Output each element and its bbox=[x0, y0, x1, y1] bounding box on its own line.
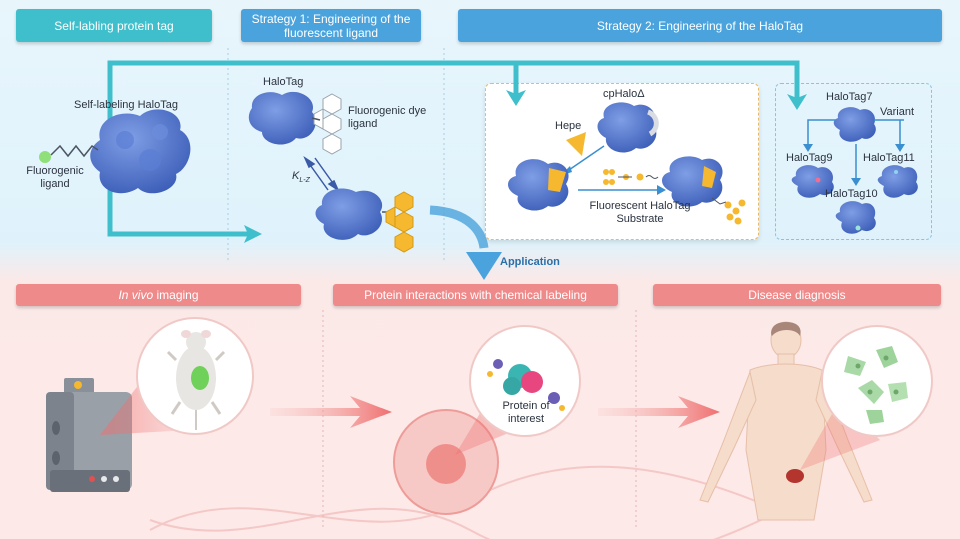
hexagon-ligand-outline bbox=[313, 93, 342, 155]
organ-highlight bbox=[786, 469, 804, 483]
cphalo-protein bbox=[597, 102, 659, 153]
route-arrow bbox=[107, 210, 252, 237]
header-strategy-2-text: Strategy 2: Engineering of the HaloTag bbox=[596, 18, 804, 33]
header-protein-interactions-text: Protein interactions with chemical label… bbox=[364, 288, 587, 302]
label-s1-dye-ligand: Fluorogenic dye ligand bbox=[348, 105, 427, 130]
fluorogenic-ligand bbox=[39, 144, 99, 163]
header-protein-interactions: Protein interactions with chemical label… bbox=[333, 284, 618, 306]
in-vivo-italic: In vivo bbox=[118, 288, 154, 302]
header-strategy-1-text: Strategy 1: Engineering of the fluoresce… bbox=[251, 11, 411, 40]
variant-arrowhead bbox=[803, 144, 813, 152]
k-symbol: K bbox=[292, 170, 300, 182]
label-variant: Variant bbox=[880, 106, 915, 118]
route-arrowhead bbox=[506, 90, 526, 106]
header-strategy-1: Strategy 1: Engineering of the fluoresce… bbox=[241, 9, 421, 42]
header-strategy-2: Strategy 2: Engineering of the HaloTag bbox=[458, 9, 942, 42]
label-halotag9: HaloTag9 bbox=[786, 152, 833, 164]
variant-arrowhead bbox=[851, 178, 861, 186]
cphalo-labeled bbox=[662, 156, 746, 225]
halotag9-protein bbox=[791, 165, 834, 198]
mouse-magnifier bbox=[136, 317, 254, 435]
cphalo-complemented bbox=[508, 159, 569, 211]
label-protein-of-interest: Protein of interest bbox=[502, 400, 550, 425]
protein-magnifier bbox=[469, 325, 581, 437]
label-fluorescent-substrate: Fluorescent HaloTag Substrate bbox=[589, 200, 691, 225]
route-arrow bbox=[110, 60, 519, 96]
label-s1-k: KL-Z bbox=[292, 170, 310, 187]
imaging-device bbox=[46, 378, 132, 492]
header-disease-diagnosis: Disease diagnosis bbox=[653, 284, 941, 306]
label-s1-halotag: HaloTag bbox=[263, 76, 304, 88]
label-halotag10: HaloTag10 bbox=[825, 188, 878, 200]
variant-panel bbox=[775, 83, 932, 240]
header-self-labeling-text: Self-labling protein tag bbox=[54, 18, 174, 33]
dna-decoration bbox=[149, 499, 801, 539]
label-halotag7: HaloTag7 bbox=[826, 91, 873, 103]
flow-arrow bbox=[598, 396, 720, 428]
label-cphalo: cpHaloΔ bbox=[603, 88, 645, 100]
hepe-fragment bbox=[566, 132, 586, 156]
label-hepe: Hepe bbox=[555, 120, 582, 132]
halotag-protein-large bbox=[90, 109, 191, 194]
variant-arrows bbox=[807, 119, 904, 180]
header-in-vivo-imaging-text: In vivo imaging bbox=[118, 288, 198, 302]
s1-halotag-bound bbox=[315, 188, 383, 240]
label-fluorogenic-ligand: Fluorogenic ligand bbox=[26, 165, 84, 190]
label-halotag11: HaloTag11 bbox=[863, 152, 915, 164]
label-self-labeling-halotag: Self-labeling HaloTag bbox=[74, 99, 178, 111]
equilibrium-arrows bbox=[303, 155, 340, 193]
s1-halotag-protein bbox=[248, 91, 316, 145]
hexagon-ligand-yellow bbox=[385, 191, 414, 253]
application-arrowhead bbox=[466, 252, 502, 280]
substrate-molecule bbox=[603, 169, 659, 185]
header-self-labeling: Self-labling protein tag bbox=[16, 9, 212, 42]
variant-arrowhead bbox=[895, 144, 905, 152]
route-arrowhead bbox=[787, 94, 807, 110]
label-application: Application bbox=[500, 256, 560, 268]
k-subscript: L-Z bbox=[299, 177, 310, 185]
halotag10-protein bbox=[835, 201, 876, 234]
flow-arrow bbox=[270, 396, 392, 428]
header-disease-diagnosis-text: Disease diagnosis bbox=[748, 288, 846, 302]
header-in-vivo-imaging: In vivo imaging bbox=[16, 284, 301, 306]
halotag11-protein bbox=[877, 165, 918, 198]
cell-graphic bbox=[393, 409, 499, 515]
route-arrowhead bbox=[244, 225, 262, 243]
halotag7-protein bbox=[833, 107, 876, 142]
in-vivo-rest: imaging bbox=[153, 288, 199, 302]
cells-magnifier bbox=[821, 325, 933, 437]
application-arrow bbox=[429, 205, 489, 249]
